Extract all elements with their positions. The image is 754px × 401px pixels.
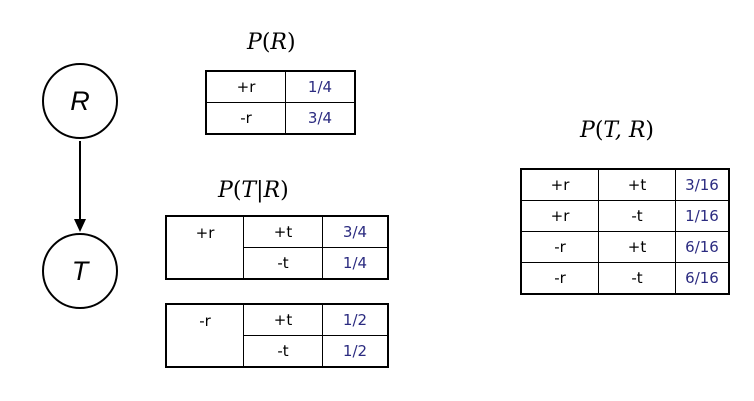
table-cell: 1/4 — [322, 247, 389, 280]
p-t-r-title-args: T, R — [603, 118, 646, 143]
arrowhead-icon — [74, 219, 86, 232]
table-row: -r +t 1/2 — [165, 303, 389, 368]
table-cell: -r — [205, 102, 286, 135]
node-t-label: T — [71, 255, 89, 286]
table-cell: +t — [598, 231, 676, 263]
node-r: R — [42, 63, 118, 139]
table-cell: 6/16 — [675, 262, 730, 295]
table-cell: +r — [205, 70, 286, 103]
p-t-r-title: P(T, R) — [580, 118, 654, 143]
table-cell: -r — [520, 262, 599, 295]
table-cell: 1/4 — [285, 70, 356, 103]
p-r-title-fn: P — [247, 30, 262, 55]
table-row: -r -t 6/16 — [520, 262, 730, 295]
table-row: +r +t 3/4 — [165, 215, 389, 280]
table-cell: +r — [520, 168, 599, 201]
p-t-r-title-fn: P — [580, 118, 595, 143]
p-r-title: P(R) — [247, 30, 296, 55]
table-cell: -t — [243, 335, 323, 368]
table-cell: 1/2 — [322, 303, 389, 336]
table-cell: 3/4 — [285, 102, 356, 135]
p-t-r-table: +r +t 3/16 +r -t 1/16 -r +t 6/16 -r -t 6… — [520, 168, 730, 295]
node-t: T — [42, 233, 118, 309]
table-row: -r +t 6/16 — [520, 231, 730, 263]
p-t-given-r-block-1: +r +t 3/4 -t 1/4 — [165, 215, 389, 280]
table-cell: 3/16 — [675, 168, 730, 201]
table-cell: -t — [598, 262, 676, 295]
table-cell: 6/16 — [675, 231, 730, 263]
table-cell: +t — [598, 168, 676, 201]
table-cell: +t — [243, 303, 323, 336]
table-cell: 3/4 — [322, 215, 389, 248]
table-row: -r 3/4 — [205, 102, 356, 135]
table-row: +r 1/4 — [205, 70, 356, 103]
table-cell: +t — [243, 215, 323, 248]
p-t-given-r-block-2: -r +t 1/2 -t 1/2 — [165, 303, 389, 368]
table-row: +r -t 1/16 — [520, 200, 730, 232]
table-cell: -t — [243, 247, 323, 280]
table-cell: 1/2 — [322, 335, 389, 368]
table-cell: -r — [520, 231, 599, 263]
table-cell: -r — [165, 303, 244, 368]
p-r-title-args: R — [270, 30, 287, 55]
table-cell: +r — [520, 200, 599, 232]
p-t-given-r-title: P(T|R) — [218, 178, 289, 203]
table-cell: 1/16 — [675, 200, 730, 232]
node-r-label: R — [70, 85, 90, 116]
table-row: -t 1/2 — [166, 335, 389, 368]
table-cell: -t — [598, 200, 676, 232]
table-row: -t 1/4 — [166, 247, 389, 280]
p-t-given-r-title-fn: P — [218, 178, 233, 203]
p-t-given-r-title-args: T|R — [241, 178, 281, 203]
table-cell: +r — [165, 215, 244, 280]
table-row: +r +t 3/16 — [520, 168, 730, 201]
p-r-table: +r 1/4 -r 3/4 — [205, 70, 356, 135]
